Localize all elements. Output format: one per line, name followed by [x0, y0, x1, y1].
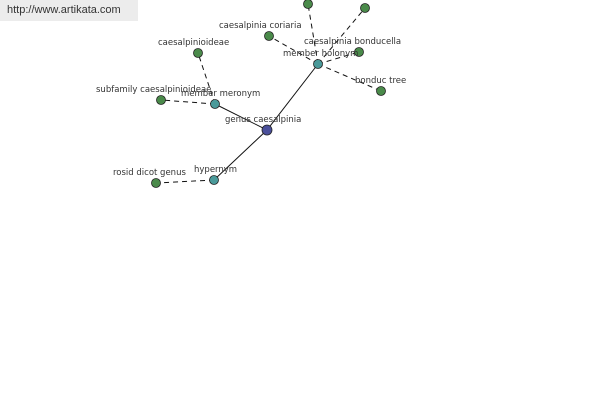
edge-caesalpinia-coriaria [268, 35, 319, 65]
label-member-holonym: member holonym [283, 49, 358, 59]
edge-bonduc-tree [317, 63, 382, 92]
edge-subfamily-caesalpinioideae [160, 99, 216, 105]
site-url-bar[interactable]: http://www.artikata.com [0, 0, 138, 21]
node-center[interactable] [261, 124, 273, 136]
edge-member-holonym [266, 63, 319, 131]
edge-rosid-dicot-genus [155, 179, 215, 184]
edge-caesalpinia-bonducella [317, 51, 360, 65]
node-member-meronym [210, 99, 220, 109]
node-top-node-1[interactable] [303, 0, 313, 9]
node-rosid-dicot-genus[interactable] [151, 178, 161, 188]
label-member-meronym: member meronym [181, 89, 260, 99]
edge-hypernym [213, 129, 268, 181]
label-center: genus caesalpinia [225, 115, 301, 125]
edge-member-meronym [214, 103, 268, 131]
node-layer [151, 0, 386, 188]
label-subfamily-caesalpinioideae[interactable]: subfamily caesalpinioideae [96, 85, 211, 95]
node-caesalpinioideae[interactable] [193, 48, 203, 58]
node-bonduc-tree[interactable] [376, 86, 386, 96]
node-caesalpinia-bonducella[interactable] [354, 47, 364, 57]
node-top-node-2[interactable] [360, 3, 370, 13]
label-layer: caesalpinioideae subfamily caesalpinioide… [96, 21, 406, 178]
site-url-link[interactable]: http://www.artikata.com [7, 4, 121, 16]
label-rosid-dicot-genus[interactable]: rosid dicot genus [113, 168, 186, 178]
label-caesalpinia-bonducella[interactable]: caesalpinia bonducella [304, 37, 401, 47]
node-caesalpinia-coriaria[interactable] [264, 31, 274, 41]
label-caesalpinia-coriaria[interactable]: caesalpinia coriaria [219, 21, 302, 31]
label-caesalpinioideae[interactable]: caesalpinioideae [158, 38, 229, 48]
node-member-holonym [313, 59, 323, 69]
label-hypernym: hypernym [194, 165, 237, 175]
edge-top-node-2 [317, 7, 366, 65]
edge-layer [155, 3, 382, 184]
node-hypernym [209, 175, 219, 185]
edge-top-node-1 [307, 3, 319, 65]
node-subfamily-caesalpinioideae[interactable] [156, 95, 166, 105]
label-bonduc-tree[interactable]: bonduc tree [355, 76, 406, 86]
